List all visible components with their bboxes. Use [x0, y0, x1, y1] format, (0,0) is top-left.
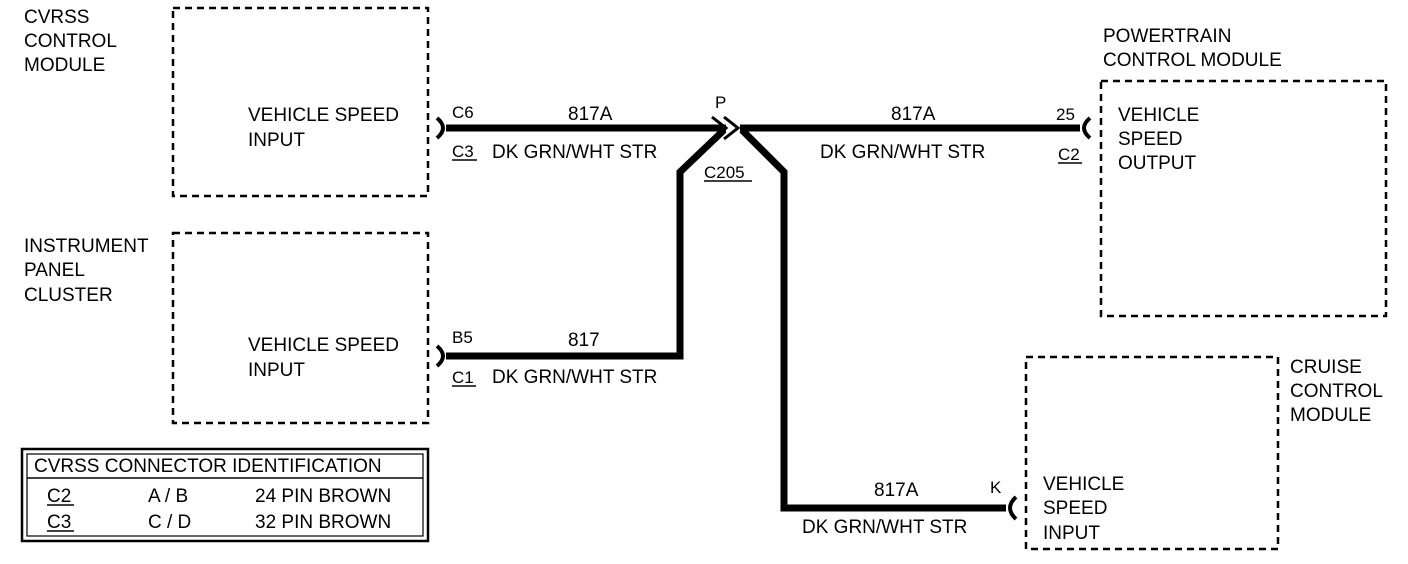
ccm-module-name-line-3: MODULE: [1290, 405, 1371, 426]
ipc-wire-circuit: 817: [568, 330, 600, 351]
ipc-module-name-line-1: INSTRUMENT: [24, 236, 149, 257]
pcm-module-name-line-1: POWERTRAIN: [1103, 26, 1231, 47]
connector-identification-legend: CVRSS CONNECTOR IDENTIFICATION C2 A / B …: [20, 447, 430, 543]
ipc-module-box: [171, 231, 430, 425]
pcm-module-box: [1099, 79, 1388, 318]
ipc-circuit-name-line-1: VEHICLE SPEED: [248, 335, 399, 356]
splice-arrow-mark-1: [711, 115, 729, 141]
legend-title: CVRSS CONNECTOR IDENTIFICATION: [34, 456, 382, 477]
legend-row-1-connector: C2: [47, 486, 71, 507]
ipc-module-name-line-3: CLUSTER: [24, 285, 113, 306]
ccm-circuit-name-line-3: INPUT: [1043, 523, 1100, 544]
cvrss-wire-circuit: 817A: [568, 104, 613, 125]
ccm-wire-color: DK GRN/WHT STR: [802, 517, 967, 538]
ccm-pin-label: K: [990, 478, 1002, 497]
cvrss-pin-label: C6: [452, 103, 474, 122]
instrument-panel-cluster: INSTRUMENT PANEL CLUSTER VEHICLE SPEED I…: [24, 231, 445, 425]
cvrss-circuit-name-line-1: VEHICLE SPEED: [248, 105, 399, 126]
cvrss-module-box: [171, 6, 430, 198]
cvrss-circuit-name-line-2: INPUT: [248, 130, 305, 151]
cvrss-wire-color: DK GRN/WHT STR: [492, 142, 657, 163]
wires: [446, 115, 1080, 512]
cruise-control-module: CRUISE CONTROL MODULE VEHICLE SPEED INPU…: [1008, 355, 1383, 551]
pcm-connector-terminal: [1082, 116, 1092, 140]
splice-connector-label: C205: [704, 163, 745, 182]
wire-ipc-to-splice: [446, 127, 727, 360]
ccm-circuit-name-line-1: VEHICLE: [1043, 474, 1124, 495]
ipc-module-name-line-2: PANEL: [24, 260, 85, 281]
ccm-module-box: [1024, 355, 1280, 551]
legend-row-2-desc: 32 PIN BROWN: [255, 512, 391, 533]
pcm-circuit-name-line-1: VEHICLE: [1118, 105, 1199, 126]
pcm-pin-label: 25: [1056, 105, 1075, 124]
ccm-module-name-line-2: CONTROL: [1290, 381, 1383, 402]
legend-row-2-connector: C3: [47, 512, 71, 533]
ccm-connector-terminal: [1008, 495, 1018, 521]
cvrss-module-name-line-2: CONTROL: [24, 31, 117, 52]
cvrss-connector-label: C3: [452, 142, 474, 161]
wire-labels: C6 C3 817A DK GRN/WHT STR B5 C1 817 DK G…: [452, 93, 1082, 538]
wire-splice-to-ccm: [739, 127, 1006, 512]
legend-inner-border: [26, 453, 424, 537]
ccm-wire-circuit: 817A: [874, 480, 919, 501]
ipc-pin-label: B5: [452, 328, 473, 347]
ccm-module-name-line-1: CRUISE: [1290, 357, 1362, 378]
ipc-wire-color: DK GRN/WHT STR: [492, 367, 657, 388]
legend-row-1-desc: 24 PIN BROWN: [255, 486, 391, 507]
splice-pin-label: P: [715, 93, 726, 112]
ipc-circuit-name-line-2: INPUT: [248, 360, 305, 381]
legend-row-1-pins: A / B: [148, 486, 188, 507]
pcm-connector-label: C2: [1058, 145, 1080, 164]
pcm-module-name-line-2: CONTROL MODULE: [1103, 50, 1282, 71]
powertrain-control-module: POWERTRAIN CONTROL MODULE VEHICLE SPEED …: [1082, 26, 1388, 318]
cvrss-control-module: CVRSS CONTROL MODULE VEHICLE SPEED INPUT: [24, 6, 445, 198]
cvrss-module-name-line-3: MODULE: [24, 55, 105, 76]
pcm-circuit-name-line-3: OUTPUT: [1118, 153, 1197, 174]
cvrss-module-name-line-1: CVRSS: [24, 7, 89, 28]
ipc-connector-label: C1: [452, 368, 474, 387]
legend-row-2-pins: C / D: [148, 512, 191, 533]
pcm-circuit-name-line-2: SPEED: [1118, 129, 1182, 150]
splice-arrow-mark-2: [723, 115, 741, 141]
legend-outer-border: [20, 447, 430, 543]
ipc-connector-terminal: [435, 344, 445, 368]
pcm-wire-color: DK GRN/WHT STR: [820, 142, 985, 163]
ccm-circuit-name-line-2: SPEED: [1043, 498, 1107, 519]
cvrss-connector-terminal: [435, 116, 445, 140]
pcm-wire-circuit: 817A: [891, 104, 936, 125]
